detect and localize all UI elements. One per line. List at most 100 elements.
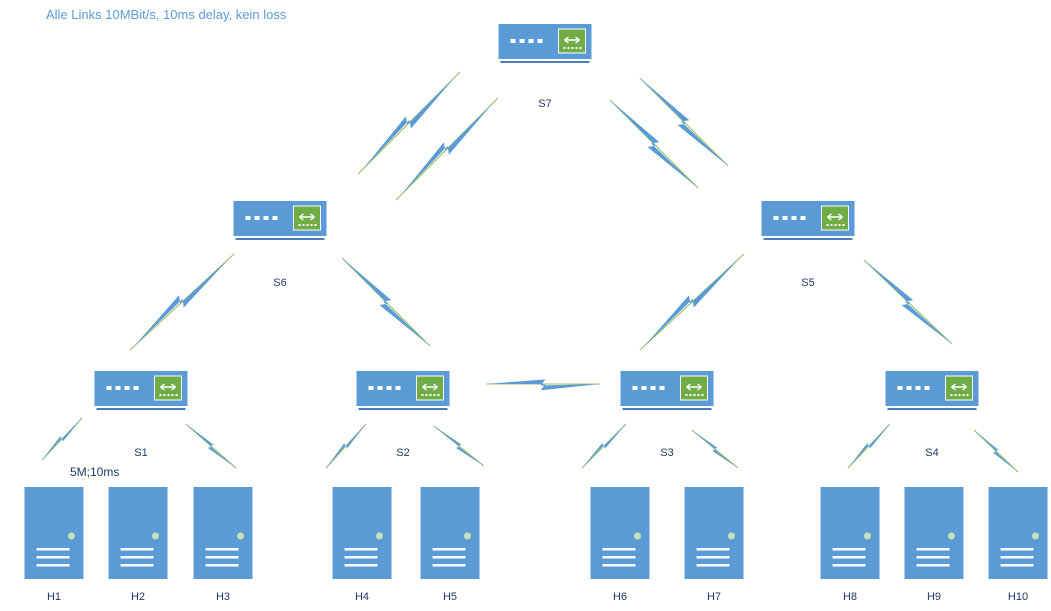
- host-h5[interactable]: H5: [420, 487, 480, 603]
- switch-panel: [558, 28, 586, 54]
- server-body: [193, 487, 253, 579]
- led-icon: [159, 394, 162, 396]
- link-s4-h8: [847, 423, 891, 469]
- power-led-icon: [634, 532, 641, 540]
- power-led-icon: [864, 532, 871, 540]
- led-icon: [429, 394, 432, 396]
- host-h2[interactable]: H2: [108, 487, 168, 603]
- switch-panel: [293, 205, 321, 231]
- host-h10[interactable]: H10: [988, 487, 1048, 603]
- lightning-bolt-icon: [486, 379, 600, 391]
- lightning-bolt-icon: [363, 77, 455, 169]
- led-icon: [693, 394, 696, 396]
- led-icon: [433, 394, 436, 396]
- port-icon: [395, 386, 401, 390]
- drive-slot-icon: [432, 564, 466, 567]
- port-icon: [263, 216, 269, 220]
- switch-panel: [821, 205, 849, 231]
- led-icon: [302, 224, 305, 226]
- drive-slot-icon: [602, 556, 636, 559]
- links: 5M;10ms: [41, 71, 1019, 479]
- drive-slot-icon: [36, 548, 70, 551]
- port-icon: [632, 386, 638, 390]
- drive-slot-icon: [205, 564, 239, 567]
- led-icon: [958, 394, 961, 396]
- drive-slot-icon: [1000, 556, 1034, 559]
- bidirectional-arrow-icon: [564, 36, 580, 44]
- host-label: H8: [843, 591, 857, 603]
- drive-slot-icon: [602, 548, 636, 551]
- host-label: H6: [613, 591, 627, 603]
- lightning-bolt-icon: [401, 103, 493, 195]
- switch-label: S1: [134, 447, 147, 459]
- lightning-bolt-icon: [326, 424, 366, 468]
- port-icon: [106, 386, 112, 390]
- host-label: H1: [47, 591, 61, 603]
- host-h1[interactable]: H1: [24, 487, 84, 603]
- switch-s5[interactable]: S5: [761, 201, 855, 289]
- led-icon: [701, 394, 704, 396]
- lightning-bolt-icon: [864, 260, 952, 344]
- drive-slot-icon: [602, 564, 636, 567]
- led-icon: [306, 224, 309, 226]
- switch-s4[interactable]: S4: [885, 371, 979, 459]
- switch-s2[interactable]: S2: [356, 371, 450, 459]
- switch-s3[interactable]: S3: [620, 371, 714, 459]
- host-h8[interactable]: H8: [820, 487, 880, 603]
- switch-panel: [680, 375, 708, 401]
- port-icon: [124, 386, 130, 390]
- port-icon: [773, 216, 779, 220]
- drive-slot-icon: [205, 556, 239, 559]
- led-icon: [298, 224, 301, 226]
- host-label: H9: [927, 591, 941, 603]
- port-icon: [924, 386, 930, 390]
- host-h7[interactable]: H7: [684, 487, 744, 603]
- power-led-icon: [948, 532, 955, 540]
- host-h6[interactable]: H6: [590, 487, 650, 603]
- host-h4[interactable]: H4: [332, 487, 392, 603]
- switch-s1[interactable]: S1: [94, 371, 188, 459]
- bidirectional-arrow-icon: [951, 383, 967, 391]
- led-icon: [425, 394, 428, 396]
- drive-slot-icon: [432, 556, 466, 559]
- port-icon: [386, 386, 392, 390]
- drive-slot-icon: [205, 548, 239, 551]
- led-icon: [962, 394, 965, 396]
- power-led-icon: [68, 532, 75, 540]
- switch-s6[interactable]: S6: [233, 201, 327, 289]
- led-icon: [310, 224, 313, 226]
- lightning-bolt-icon: [134, 257, 230, 347]
- host-h9[interactable]: H9: [904, 487, 964, 603]
- server-body: [24, 487, 84, 579]
- link-s7-s6: [357, 71, 461, 175]
- link-s7-s6: [395, 97, 499, 201]
- lightning-bolt-icon: [342, 258, 430, 346]
- drive-slot-icon: [916, 556, 950, 559]
- host-h3[interactable]: H3: [193, 487, 253, 603]
- drive-slot-icon: [696, 556, 730, 559]
- power-led-icon: [152, 532, 159, 540]
- server-body: [820, 487, 880, 579]
- led-icon: [579, 47, 582, 49]
- power-led-icon: [728, 532, 735, 540]
- port-icon: [791, 216, 797, 220]
- host-label: H4: [355, 591, 369, 603]
- switch-s7[interactable]: S7: [498, 24, 592, 110]
- drive-slot-icon: [832, 548, 866, 551]
- host-label: H2: [131, 591, 145, 603]
- port-icon: [115, 386, 121, 390]
- port-icon: [897, 386, 903, 390]
- host-label: H5: [443, 591, 457, 603]
- switch-base: [358, 408, 448, 410]
- drive-slot-icon: [1000, 564, 1034, 567]
- port-icon: [368, 386, 374, 390]
- link-s1-h1: 5M;10ms: [41, 417, 119, 479]
- drive-slot-icon: [344, 564, 378, 567]
- port-icon: [906, 386, 912, 390]
- drive-slot-icon: [916, 548, 950, 551]
- power-led-icon: [464, 532, 471, 540]
- port-icon: [272, 216, 278, 220]
- link-s7-s5: [639, 77, 729, 167]
- lightning-bolt-icon: [640, 78, 728, 166]
